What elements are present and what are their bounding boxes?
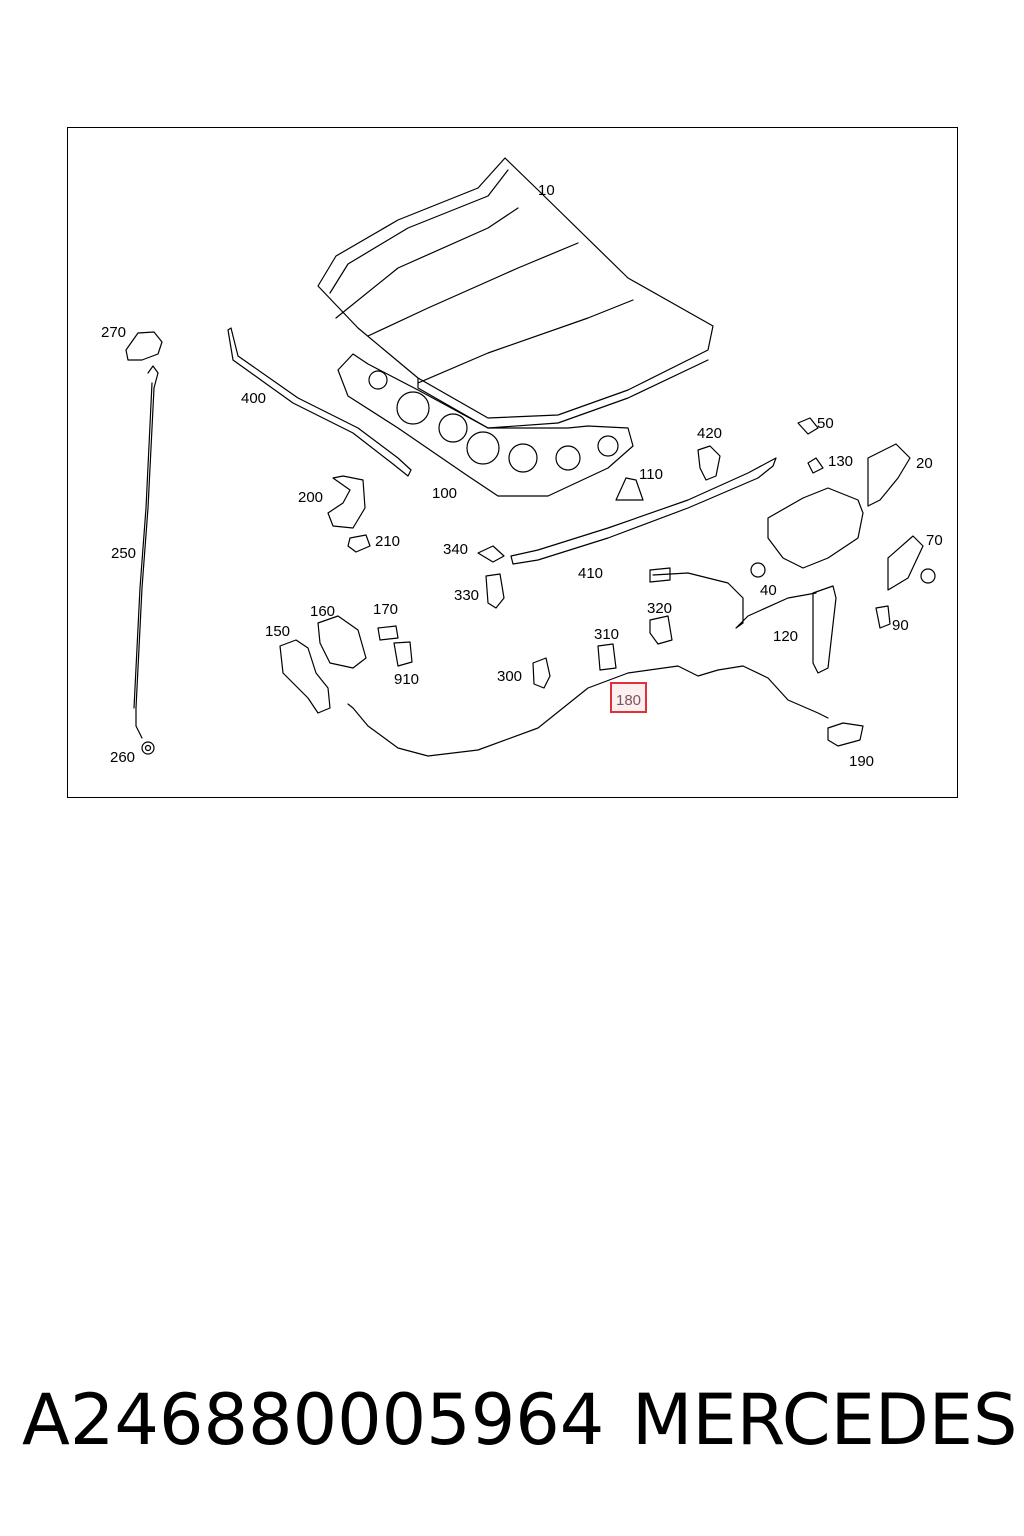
part-labels: 10 20 40 50 70 90 100 110 120 130 150 16… <box>101 182 943 770</box>
release-handle-part-190 <box>827 722 864 747</box>
part-label-420: 420 <box>697 425 722 442</box>
part-label-130: 130 <box>828 453 853 470</box>
release-cable-part-180 <box>352 665 829 757</box>
part-number: A246880005964 <box>22 1379 605 1461</box>
part-label-20: 20 <box>916 455 933 472</box>
clip-part-270 <box>125 331 163 361</box>
clip-part-420 <box>697 445 721 481</box>
part-label-250: 250 <box>111 545 136 562</box>
part-label-150: 150 <box>265 623 290 640</box>
trim-strip-410 <box>510 457 777 565</box>
part-label-100: 100 <box>432 485 457 502</box>
part-label-300: 300 <box>497 668 522 685</box>
seal-strip-400 <box>227 327 412 477</box>
part-label-40: 40 <box>760 582 777 599</box>
part-label-50: 50 <box>817 415 834 432</box>
part-label-160: 160 <box>310 603 335 620</box>
part-label-110: 110 <box>639 466 663 483</box>
hood-lock-assembly <box>750 417 936 674</box>
clip-part-340 <box>477 545 505 563</box>
part-label-170: 170 <box>373 601 398 618</box>
highlight-box-180 <box>610 682 647 713</box>
part-label-400: 400 <box>241 390 266 407</box>
clip-part-310 <box>597 643 617 671</box>
part-label-310: 310 <box>594 626 619 643</box>
part-label-190: 190 <box>849 753 874 770</box>
part-label-90: 90 <box>892 617 909 634</box>
part-label-10: 10 <box>538 182 555 199</box>
bracket-part-200 <box>327 475 366 529</box>
clip-part-300 <box>532 657 551 689</box>
part-label-260: 260 <box>110 749 135 766</box>
part-label-70: 70 <box>926 532 943 549</box>
part-label-330: 330 <box>454 587 479 604</box>
part-label-200: 200 <box>298 489 323 506</box>
parts-diagram-svg: 10 20 40 50 70 90 100 110 120 130 150 16… <box>101 157 943 770</box>
grommet-part-260 <box>141 741 155 755</box>
clip-part-330 <box>485 573 505 609</box>
part-label-340: 340 <box>443 541 468 558</box>
cable-part-120 <box>652 572 817 629</box>
support-rod-250 <box>133 365 159 739</box>
nut-part-210 <box>347 534 371 553</box>
part-label-210: 210 <box>375 533 400 550</box>
part-label-320: 320 <box>647 600 672 617</box>
parts-diagram: 10 20 40 50 70 90 100 110 120 130 150 16… <box>67 127 958 798</box>
part-label-120: 120 <box>773 628 798 645</box>
hood-inner-panel-100 <box>337 353 634 497</box>
hood-latch-assembly <box>279 615 413 714</box>
brand-name: MERCEDES <box>632 1379 1018 1461</box>
part-label-270: 270 <box>101 324 126 341</box>
bracket-part-320 <box>649 615 673 645</box>
hood-part-10 <box>317 157 714 429</box>
part-label-180: 180 <box>616 692 641 709</box>
clip-part-110 <box>615 477 644 501</box>
part-label-910: 910 <box>394 671 419 688</box>
part-label-410: 410 <box>578 565 603 582</box>
